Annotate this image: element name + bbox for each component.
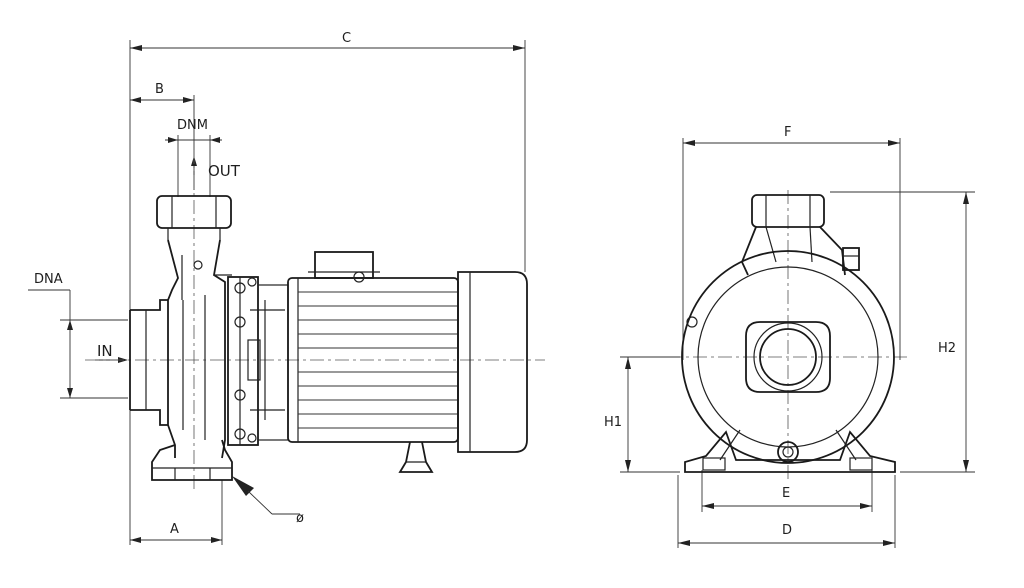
flange-bolts bbox=[234, 277, 257, 443]
dimension-label-phi: ø bbox=[296, 511, 304, 526]
terminal-box bbox=[308, 251, 380, 283]
motor-foot bbox=[398, 441, 434, 473]
mounting-hole-leader: ø bbox=[232, 476, 304, 526]
front-base bbox=[684, 429, 896, 473]
outlet-label: OUT bbox=[208, 162, 241, 180]
volute-casing bbox=[167, 239, 232, 459]
dimension-label-c: C bbox=[342, 31, 351, 46]
side-view: C B DNM OUT bbox=[28, 31, 545, 545]
motor-flange bbox=[227, 276, 289, 446]
drain-plug bbox=[777, 441, 799, 463]
outlet-connection bbox=[156, 195, 232, 240]
dimension-dna: DNA IN bbox=[28, 272, 128, 399]
dimension-f: F bbox=[682, 125, 901, 360]
dimension-b: B bbox=[130, 82, 195, 190]
dimension-label-h2: H2 bbox=[938, 341, 956, 356]
dimension-dnm: DNM OUT bbox=[165, 118, 241, 197]
dimension-label-b: B bbox=[155, 82, 164, 97]
pump-foot bbox=[151, 439, 233, 481]
priming-plug bbox=[686, 247, 860, 328]
inlet-label: IN bbox=[97, 342, 113, 360]
inlet-flange bbox=[129, 299, 168, 426]
dimension-label-a: A bbox=[170, 522, 179, 537]
dimension-e: E bbox=[701, 470, 873, 512]
dimension-label-h1: H1 bbox=[604, 415, 622, 430]
dimension-label-dna: DNA bbox=[34, 272, 63, 287]
fan-cover bbox=[457, 271, 528, 453]
front-view: F H2 H1 E bbox=[604, 125, 975, 548]
dimension-d: D bbox=[677, 475, 896, 548]
dimension-label-e: E bbox=[782, 486, 790, 501]
front-outlet-connection bbox=[751, 194, 825, 228]
dimension-label-f: F bbox=[784, 125, 791, 140]
dimension-c: C bbox=[129, 31, 526, 545]
dimension-h2: H2 bbox=[830, 191, 975, 473]
dimension-label-dnm: DNM bbox=[177, 118, 208, 133]
dimension-label-d: D bbox=[782, 523, 792, 538]
front-inlet-port bbox=[745, 321, 831, 393]
dimension-h1: H1 bbox=[604, 356, 680, 473]
dimension-a: A bbox=[130, 480, 223, 545]
